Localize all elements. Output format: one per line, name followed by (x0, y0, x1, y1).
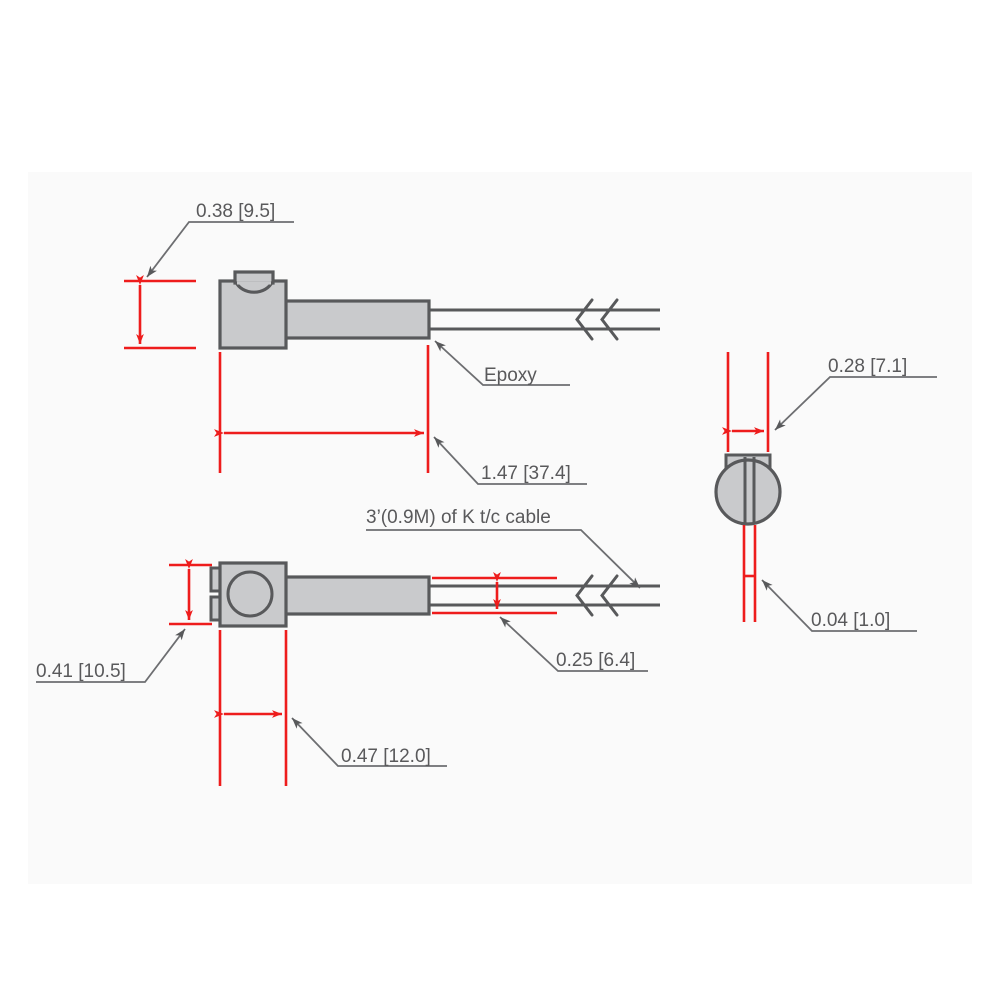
leader-line (433, 436, 587, 485)
dimension-body-height-label: 0.41 [10.5] (36, 661, 126, 682)
leader-line (761, 579, 917, 632)
dimension-cable-width: 0.25 [6.4] (432, 572, 648, 672)
side-view-notch (234, 281, 274, 294)
callout-cable: 3’(0.9M) of K t/c cable (366, 507, 641, 589)
dimension-body-height: 0.41 [10.5] (36, 559, 212, 683)
callout-epoxy: Epoxy (434, 340, 570, 386)
leader-line (434, 340, 570, 386)
leader-line (36, 628, 186, 683)
dimension-body-width: 0.47 [12.0] (214, 630, 447, 786)
dimension-height-label: 0.38 [9.5] (196, 201, 275, 222)
top-view-break-symbol (575, 574, 619, 617)
side-view-break-symbol (575, 298, 619, 341)
leader-line (291, 717, 447, 767)
dimension-height: 0.38 [9.5] (124, 201, 294, 350)
side-view-sheath (283, 299, 431, 340)
end-view-group (714, 453, 782, 526)
callout-epoxy-label: Epoxy (484, 365, 537, 386)
canvas-background (28, 172, 972, 884)
dimension-slot-width: 0.04 [1.0] (742, 525, 917, 632)
side-view-mounting-tab (233, 270, 275, 285)
dimension-end-width-label: 0.28 [7.1] (828, 356, 907, 377)
leader-line (146, 221, 294, 278)
callout-cable-label: 3’(0.9M) of K t/c cable (366, 507, 551, 528)
end-view-body-circle (714, 458, 782, 526)
side-view-group (218, 270, 660, 350)
dimension-body-width-label: 0.47 [12.0] (341, 746, 431, 767)
dimension-length-label: 1.47 [37.4] (481, 463, 571, 484)
top-view-boss-circle (226, 570, 274, 618)
top-view-sheath (283, 575, 431, 616)
leader-line (366, 529, 641, 589)
leader-line (499, 616, 648, 672)
dimension-slot-width-label: 0.04 [1.0] (811, 610, 890, 631)
dimension-end-width: 0.28 [7.1] (722, 352, 937, 452)
dimension-length: 1.47 [37.4] (214, 345, 587, 485)
dimension-cable-width-label: 0.25 [6.4] (556, 650, 635, 671)
leader-line (774, 376, 937, 431)
top-view-group (209, 561, 660, 628)
